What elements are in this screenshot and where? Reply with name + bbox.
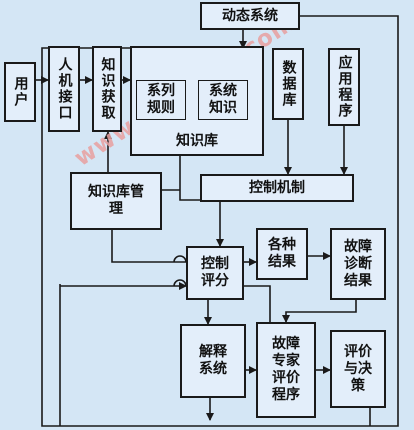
system-knowledge-box: 系统知识 bbox=[198, 80, 248, 120]
results-label: 各种结果 bbox=[268, 237, 296, 270]
control-mechanism-label: 控制机制 bbox=[249, 179, 305, 196]
user-box: 用户 bbox=[4, 62, 36, 122]
expert-eval-box: 故障专家评价程序 bbox=[256, 322, 316, 418]
diag-expert-link bbox=[282, 300, 357, 323]
database-label: 数据库 bbox=[280, 60, 297, 108]
control-eval-box: 控制评分 bbox=[186, 246, 244, 300]
knowledge-base-label: 知识库 bbox=[176, 133, 218, 149]
crossing-loop-2 bbox=[173, 279, 187, 287]
dynamic-system-box: 动态系统 bbox=[200, 2, 300, 30]
expert-eval-label: 故障专家评价程序 bbox=[272, 336, 300, 403]
explain-label: 解释系统 bbox=[199, 344, 227, 377]
system-knowledge-label: 系统知识 bbox=[209, 83, 237, 116]
user-label: 用户 bbox=[12, 76, 29, 108]
diagnosis-box: 故障诊断结果 bbox=[330, 228, 386, 300]
knowledge-acquisition-box: 知识获取 bbox=[92, 46, 122, 132]
diagnosis-label: 故障诊断结果 bbox=[344, 238, 372, 289]
knowledge-acquisition-label: 知识获取 bbox=[99, 57, 116, 121]
crossing-loop-1 bbox=[173, 255, 187, 263]
control-mechanism-box: 控制机制 bbox=[200, 174, 354, 202]
eval-expert-link bbox=[244, 285, 271, 322]
series-rules-box: 系列规则 bbox=[136, 80, 186, 120]
hci-label: 人机接口 bbox=[56, 57, 73, 121]
kb-management-label: 知识库管理 bbox=[88, 184, 144, 217]
control-eval-label: 控制评分 bbox=[201, 256, 229, 289]
application-box: 应用程序 bbox=[328, 48, 360, 126]
series-rules-label: 系列规则 bbox=[147, 83, 175, 116]
application-label: 应用程序 bbox=[336, 55, 353, 119]
kb-control-link bbox=[179, 156, 200, 201]
decision-box: 评价与决策 bbox=[330, 330, 386, 408]
kbm-eval-link bbox=[111, 230, 186, 263]
database-box: 数据库 bbox=[272, 48, 304, 120]
kb-management-box: 知识库管理 bbox=[70, 172, 162, 230]
results-box: 各种结果 bbox=[256, 228, 308, 280]
explain-box: 解释系统 bbox=[180, 324, 246, 398]
dynamic-system-label: 动态系统 bbox=[222, 7, 278, 24]
decision-label: 评价与决策 bbox=[344, 343, 372, 394]
hci-box: 人机接口 bbox=[48, 46, 80, 132]
